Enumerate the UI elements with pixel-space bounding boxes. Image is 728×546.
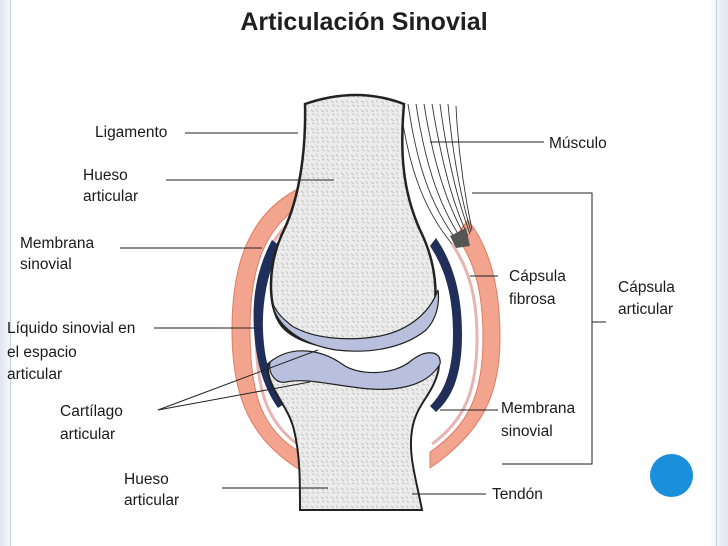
left-decorative-rail xyxy=(0,0,14,546)
label-synovial-fluid-line1: Líquido sinovial en xyxy=(7,320,136,337)
label-articular-capsule-line2: articular xyxy=(618,301,674,318)
label-tendon: Tendón xyxy=(492,486,543,503)
label-synovial-membrane-right-line2: sinovial xyxy=(501,423,553,440)
muscle-tendon-insertion xyxy=(450,228,470,248)
accent-circle xyxy=(650,454,693,497)
right-decorative-rail xyxy=(710,0,728,546)
label-fibrous-capsule-line1: Cápsula xyxy=(509,268,566,285)
label-synovial-fluid-line3: articular xyxy=(7,366,63,383)
label-synovial-fluid-line2: el espacio xyxy=(7,344,77,361)
label-upper-bone-line1: Hueso xyxy=(83,167,128,184)
label-cartilage-line2: articular xyxy=(60,426,116,443)
leader-lines xyxy=(120,132,544,495)
lower-cartilage xyxy=(269,350,441,390)
label-cartilage-line1: Cartílago xyxy=(60,403,123,420)
label-synovial-membrane-left-line1: Membrana xyxy=(20,235,95,252)
capsule-bracket xyxy=(472,192,606,465)
label-synovial-membrane-right-line1: Membrana xyxy=(501,400,576,417)
slide-title: Articulación Sinovial xyxy=(240,8,488,36)
label-upper-bone-line2: articular xyxy=(83,188,139,205)
label-ligament: Ligamento xyxy=(95,124,168,141)
label-lower-bone-line1: Hueso xyxy=(124,471,169,488)
label-lower-bone-line2: articular xyxy=(124,492,180,509)
label-muscle: Músculo xyxy=(549,135,607,152)
label-articular-capsule-line1: Cápsula xyxy=(618,279,675,296)
label-fibrous-capsule-line2: fibrosa xyxy=(509,291,556,308)
fibrous-capsule-right xyxy=(429,219,501,469)
upper-cartilage xyxy=(271,289,440,352)
synovial-membrane-left-shape xyxy=(253,240,284,408)
capsule-inner-right xyxy=(431,243,479,446)
synovial-membrane-right-shape xyxy=(430,238,462,412)
label-synovial-membrane-left-line2: sinovial xyxy=(20,256,72,273)
